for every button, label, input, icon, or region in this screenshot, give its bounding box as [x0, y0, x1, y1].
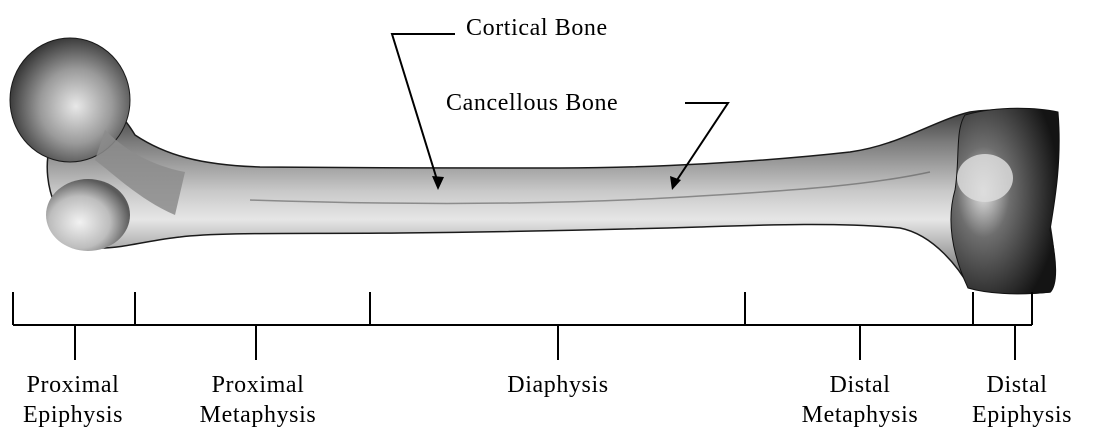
cancellous-bone-label: Cancellous Bone	[446, 90, 618, 116]
condyle-highlight	[957, 154, 1013, 202]
region-label-line1: Distal	[987, 372, 1048, 398]
region-label-line2: Epiphysis	[972, 402, 1072, 428]
region-label-line1: Proximal	[27, 372, 120, 398]
greater-trochanter	[46, 179, 130, 251]
region-label-line1: Diaphysis	[507, 372, 608, 398]
region-proximal-epiphysis: Proximal Epiphysis	[23, 372, 123, 428]
region-label-line1: Distal	[830, 372, 891, 398]
region-label-line1: Proximal	[212, 372, 305, 398]
region-distal-epiphysis: Distal Epiphysis	[972, 372, 1072, 428]
region-label-line2: Metaphysis	[802, 402, 919, 428]
femur-illustration	[10, 38, 1059, 294]
distal-condyle	[951, 108, 1059, 294]
region-scale	[13, 292, 1032, 360]
region-distal-metaphysis: Distal Metaphysis	[802, 372, 919, 428]
cortical-bone-label: Cortical Bone	[466, 15, 608, 41]
region-diaphysis: Diaphysis	[507, 372, 608, 398]
region-label-line2: Metaphysis	[200, 402, 317, 428]
region-proximal-metaphysis: Proximal Metaphysis	[200, 372, 317, 428]
region-label-line2: Epiphysis	[23, 402, 123, 428]
femur-shaft	[47, 108, 1057, 293]
